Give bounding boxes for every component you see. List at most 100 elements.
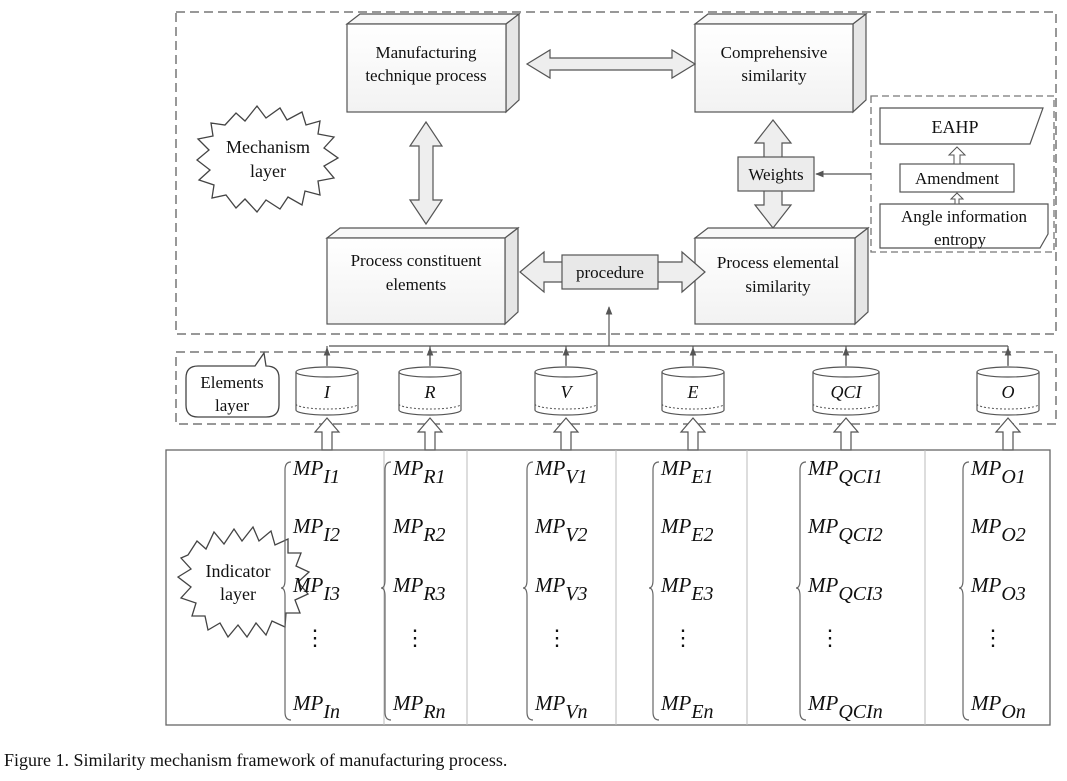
comprehensive-similarity-box: Comprehensive similarity bbox=[693, 12, 868, 114]
indicator-item: MPR3 bbox=[392, 573, 446, 605]
mechanism-layer-label-line2: layer bbox=[250, 161, 286, 181]
comprehensive-similarity-line1: Comprehensive bbox=[721, 43, 828, 62]
element-cylinder-o: O bbox=[976, 346, 1040, 451]
elements-layer-region bbox=[175, 351, 1057, 425]
indicator-to-element-arrow bbox=[679, 417, 707, 451]
indicator-item: MPQCI1 bbox=[807, 456, 883, 488]
mechanism-layer-region bbox=[175, 11, 1057, 335]
element-cylinder-v: V bbox=[534, 346, 598, 451]
indicator-ellipsis: ⋮ bbox=[404, 625, 426, 650]
double-arrow-left-vertical bbox=[408, 120, 444, 226]
element-label-r: R bbox=[424, 382, 436, 402]
process-constituent-elements-box: Process constituent elements bbox=[325, 226, 520, 326]
indicator-brace bbox=[522, 461, 534, 721]
indicator-layer-burst: Indicator layer bbox=[176, 525, 311, 639]
element-cylinder-qci: QCI bbox=[812, 346, 880, 451]
indicator-item: MPQCIn bbox=[807, 691, 883, 723]
indicator-item: MPV1 bbox=[534, 456, 588, 488]
element-label-o: O bbox=[1002, 382, 1015, 402]
indicator-item: MPR2 bbox=[392, 514, 446, 546]
indicator-item: MPV3 bbox=[534, 573, 588, 605]
indicator-layer-label-line1: Indicator bbox=[206, 561, 271, 581]
comprehensive-similarity-line2: similarity bbox=[741, 66, 807, 85]
indicator-to-element-arrow bbox=[994, 417, 1022, 451]
indicator-layer-region bbox=[165, 449, 1051, 726]
double-arrow-top bbox=[525, 48, 697, 80]
process-elemental-similarity-line2: similarity bbox=[745, 277, 811, 296]
procedure-label: procedure bbox=[576, 263, 644, 282]
indicator-item: MPE1 bbox=[660, 456, 714, 488]
process-elemental-similarity-box: Process elemental similarity bbox=[693, 226, 870, 326]
arrow-amendment-to-eahp bbox=[947, 146, 967, 165]
angle-information-entropy-line1: Angle information bbox=[901, 207, 1028, 226]
indicator-brace bbox=[648, 461, 660, 721]
elements-layer-bubble: Elements layer bbox=[185, 351, 280, 418]
elements-layer-label-line1: Elements bbox=[200, 373, 263, 392]
indicator-item: MPVn bbox=[534, 691, 588, 723]
indicator-ellipsis: ⋮ bbox=[819, 625, 841, 650]
element-label-qci: QCI bbox=[831, 382, 863, 402]
indicator-to-element-arrow bbox=[313, 417, 341, 451]
arrow-entropy-to-amendment bbox=[949, 192, 965, 205]
indicator-item: MPRn bbox=[392, 691, 446, 723]
indicator-brace bbox=[380, 461, 392, 721]
indicator-item: MPE3 bbox=[660, 573, 714, 605]
weights-box: Weights bbox=[737, 156, 815, 192]
eahp-label: EAHP bbox=[931, 117, 978, 137]
mechanism-layer-label-line1: Mechanism bbox=[226, 137, 310, 157]
manufacturing-technique-process-box: Manufacturing technique process bbox=[345, 12, 521, 114]
element-label-v: V bbox=[561, 382, 574, 402]
figure-caption: Figure 1. Similarity mechanism framework… bbox=[4, 750, 507, 770]
amendment-box: Amendment bbox=[899, 163, 1015, 193]
indicator-item: MPQCI3 bbox=[807, 573, 883, 605]
indicator-item: MPI1 bbox=[292, 456, 340, 488]
process-elemental-similarity-line1: Process elemental bbox=[717, 253, 840, 272]
indicator-brace bbox=[280, 461, 292, 721]
element-cylinder-i: I bbox=[295, 346, 359, 451]
angle-information-entropy-line2: entropy bbox=[934, 230, 986, 249]
eahp-box: EAHP bbox=[879, 107, 1044, 145]
element-label-i: I bbox=[323, 382, 331, 402]
indicator-brace bbox=[958, 461, 970, 721]
indicator-item: MPO3 bbox=[970, 573, 1026, 605]
indicator-to-element-arrow bbox=[832, 417, 860, 451]
element-cylinder-r: R bbox=[398, 346, 462, 451]
indicator-ellipsis: ⋮ bbox=[546, 625, 568, 650]
indicator-item: MPV2 bbox=[534, 514, 588, 546]
manufacturing-technique-process-line1: Manufacturing bbox=[375, 43, 477, 62]
indicator-ellipsis: ⋮ bbox=[982, 625, 1004, 650]
process-constituent-elements-line2: elements bbox=[386, 275, 446, 294]
indicator-brace bbox=[795, 461, 807, 721]
amendment-label: Amendment bbox=[915, 169, 999, 188]
indicator-to-element-arrow bbox=[416, 417, 444, 451]
process-constituent-elements-line1: Process constituent bbox=[351, 251, 482, 270]
element-cylinder-e: E bbox=[661, 346, 725, 451]
weights-label: Weights bbox=[748, 165, 803, 184]
element-label-e: E bbox=[687, 382, 699, 402]
indicator-item: MPO2 bbox=[970, 514, 1026, 546]
indicator-item: MPOn bbox=[970, 691, 1026, 723]
indicator-item: MPO1 bbox=[970, 456, 1026, 488]
angle-information-entropy-box: Angle information entropy bbox=[879, 203, 1049, 249]
indicator-item: MPIn bbox=[292, 691, 340, 723]
indicator-item: MPQCI2 bbox=[807, 514, 883, 546]
indicator-item: MPEn bbox=[660, 691, 714, 723]
elements-layer-label-line2: layer bbox=[215, 396, 249, 415]
indicator-item: MPI3 bbox=[292, 573, 340, 605]
procedure-double-arrow: procedure bbox=[519, 250, 706, 294]
indicator-columns: MPI1MPI2MPI3MPIn⋮MPR1MPR2MPR3MPRn⋮MPV1MP… bbox=[280, 450, 1026, 725]
indicator-ellipsis: ⋮ bbox=[304, 625, 326, 650]
indicator-layer-label-line2: layer bbox=[220, 584, 256, 604]
indicator-item: MPI2 bbox=[292, 514, 340, 546]
indicator-item: MPE2 bbox=[660, 514, 714, 546]
manufacturing-technique-process-line2: technique process bbox=[365, 66, 486, 85]
element-cylinders: I R V E QCI O bbox=[295, 346, 1040, 451]
mechanism-layer-burst: Mechanism layer bbox=[195, 104, 340, 214]
